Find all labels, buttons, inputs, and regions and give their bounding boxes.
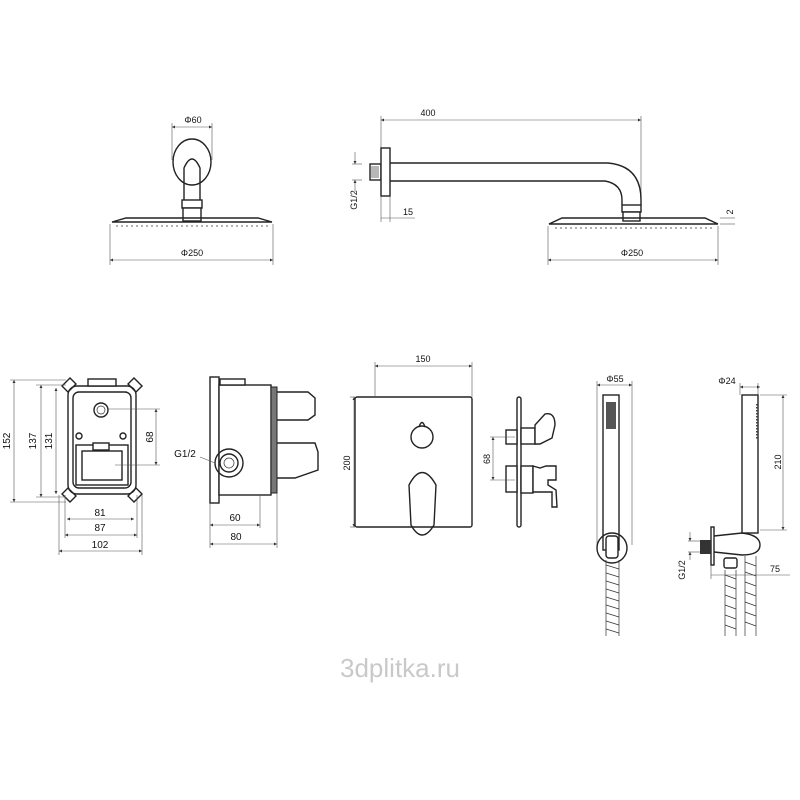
watermark: 3dplitka.ru (340, 653, 460, 683)
flange-depth-label: 15 (403, 207, 413, 217)
arm-length-label: 400 (420, 108, 435, 118)
cover-width-label: 150 (415, 354, 430, 364)
box-height-outer-label: 152 (2, 432, 13, 449)
arm-thread-label: G1/2 (349, 190, 359, 210)
cover-spacing-label: 68 (482, 454, 492, 464)
hand-shower-diameter-label: Φ55 (606, 374, 623, 384)
handle-length-label: 210 (773, 454, 783, 469)
mixer-box-side-view: G1/2 60 80 (174, 376, 319, 548)
outlet-thread-label: G1/2 (677, 560, 687, 580)
hand-shower-front-view: Φ55 (596, 374, 633, 636)
cover-height-label: 200 (342, 455, 352, 470)
cover-plate-front-view: 150 200 (342, 354, 473, 536)
box-width-outer-label: 102 (92, 540, 109, 551)
box-height-mid-label: 137 (28, 432, 39, 449)
handle-diameter-label: Φ24 (718, 376, 735, 386)
cover-plate-side-view: 68 (482, 396, 558, 528)
outlet-depth-label: 75 (770, 564, 780, 574)
box-depth-min-label: 60 (229, 513, 241, 524)
head-diameter-label: Φ250 (181, 248, 203, 258)
hand-shower-side-view: Φ24 210 G1/2 75 (677, 376, 790, 636)
box-width-inner-label: 81 (94, 508, 106, 519)
box-width-mid-label: 87 (94, 523, 106, 534)
rosette-diameter-label: Φ60 (184, 115, 201, 125)
overhead-shower-front-view: Φ60 Φ250 (109, 115, 274, 265)
head-thickness-label: 2 (725, 209, 735, 214)
mixer-box-front-view: 152 137 131 68 81 87 102 (2, 377, 160, 555)
box-thread-label: G1/2 (174, 449, 196, 460)
overhead-shower-side-view: 400 G1/2 15 2 Φ250 (349, 108, 735, 265)
box-depth-max-label: 80 (230, 532, 242, 543)
side-head-diameter-label: Φ250 (621, 248, 643, 258)
box-height-inner-label: 131 (44, 432, 55, 449)
box-spacing-label: 68 (145, 431, 156, 443)
